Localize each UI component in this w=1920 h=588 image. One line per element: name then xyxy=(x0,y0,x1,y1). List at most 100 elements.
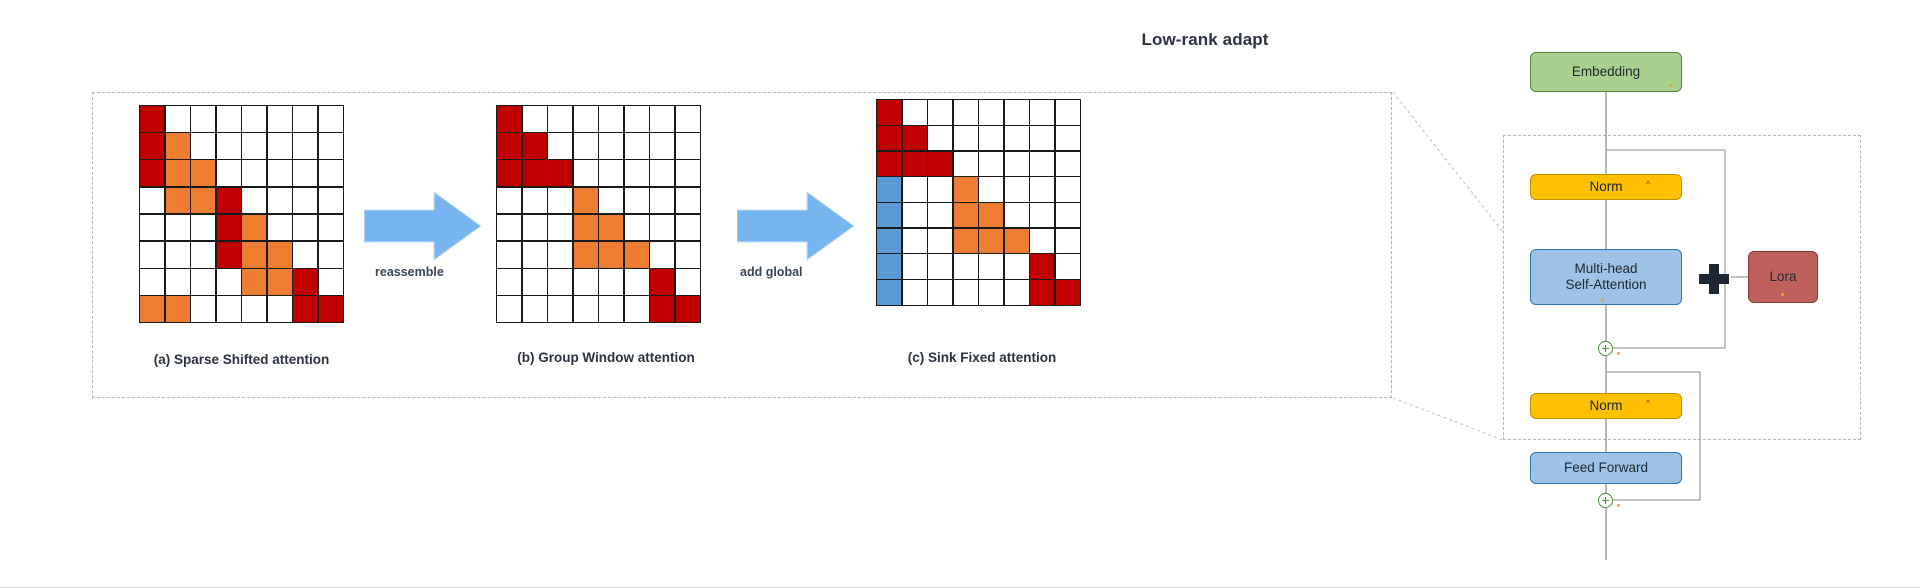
matrix-c-cell-r7-c2 xyxy=(928,280,953,305)
matrix-c-cell-r2-c3 xyxy=(953,151,978,177)
matrix-c-cell-r4-c0 xyxy=(877,203,902,228)
matrix-c-cell-r3-c5 xyxy=(1004,177,1029,202)
matrix-a-cell-r6-c1 xyxy=(165,268,190,295)
matrix-b-cell-r0-c2 xyxy=(548,106,573,133)
matrix-a-cell-r1-c5 xyxy=(267,133,292,160)
matrix-b-cell-r4-c0 xyxy=(497,214,522,241)
matrix-a-cell-r3-c1 xyxy=(165,187,190,214)
matrix-a-cell-r0-c1 xyxy=(165,106,190,133)
matrix-b-cell-r7-c3 xyxy=(573,295,598,322)
matrix-c-cell-r4-c2 xyxy=(928,203,953,228)
matrix-a-cell-r3-c2 xyxy=(191,187,216,214)
matrix-a-cell-r2-c3 xyxy=(216,160,241,187)
matrix-b-cell-r6-c3 xyxy=(573,268,598,295)
matrix-c-cell-r7-c3 xyxy=(953,280,978,305)
node-multihead-self-attention[interactable]: Multi-head Self-Attention xyxy=(1530,249,1682,305)
matrix-b-cell-r6-c1 xyxy=(522,268,547,295)
matrix-c-cell-r3-c0 xyxy=(877,177,902,202)
matrix-a-cell-r0-c5 xyxy=(267,106,292,133)
matrix-b-cell-r3-c3 xyxy=(573,187,598,214)
matrix-a-cell-r5-c1 xyxy=(165,241,190,268)
node-norm-1[interactable]: Norm xyxy=(1530,174,1682,200)
matrix-a-cell-r7-c0 xyxy=(140,295,165,322)
matrix-a-cell-r0-c0 xyxy=(140,106,165,133)
matrix-a-cell-r3-c0 xyxy=(140,187,165,214)
matrix-a-cell-r2-c4 xyxy=(242,160,267,187)
node-norm-2[interactable]: Norm xyxy=(1530,393,1682,419)
matrix-b-cell-r0-c1 xyxy=(522,106,547,133)
residual-add-2-icon xyxy=(1598,493,1613,508)
node-lora[interactable]: Lora xyxy=(1748,251,1818,303)
matrix-a-cell-r5-c5 xyxy=(267,241,292,268)
matrix-c-cell-r2-c2 xyxy=(928,151,953,177)
matrix-b-cell-r4-c5 xyxy=(624,214,649,241)
norm-2-caret-icon: ^ xyxy=(1646,398,1651,408)
matrix-a-cell-r5-c4 xyxy=(242,241,267,268)
node-embedding[interactable]: Embedding xyxy=(1530,52,1682,92)
matrix-b-cell-r5-c4 xyxy=(599,241,624,268)
matrix-b-cell-r5-c6 xyxy=(650,241,675,268)
matrix-b-cell-r3-c1 xyxy=(522,187,547,214)
matrix-c-cell-r6-c2 xyxy=(928,254,953,279)
matrix-c-cell-r0-c6 xyxy=(1030,100,1055,125)
matrix-b-cell-r2-c0 xyxy=(497,160,522,187)
matrix-c-cell-r6-c3 xyxy=(953,254,978,279)
matrix-a-cell-r7-c4 xyxy=(242,295,267,322)
matrix-c-cell-r3-c3 xyxy=(953,177,978,202)
matrix-a-cell-r1-c0 xyxy=(140,133,165,160)
matrix-b-cell-r1-c3 xyxy=(573,133,598,160)
matrix-b-cell-r7-c2 xyxy=(548,295,573,322)
matrix-a-cell-r4-c1 xyxy=(165,214,190,241)
matrix-b-cell-r0-c3 xyxy=(573,106,598,133)
matrix-b-cell-r4-c2 xyxy=(548,214,573,241)
matrix-b-cell-r5-c2 xyxy=(548,241,573,268)
matrix-c-cell-r4-c6 xyxy=(1030,203,1055,228)
matrix-c-cell-r4-c4 xyxy=(979,203,1004,228)
matrix-a-cell-r0-c2 xyxy=(191,106,216,133)
matrix-c-cell-r2-c0 xyxy=(877,151,902,177)
matrix-group-window-attention xyxy=(496,105,702,324)
matrix-a-cell-r2-c2 xyxy=(191,160,216,187)
node-feed-forward-label: Feed Forward xyxy=(1563,460,1649,476)
matrix-b-cell-r4-c3 xyxy=(573,214,598,241)
matrix-c-cell-r6-c7 xyxy=(1055,254,1080,279)
matrix-c-cell-r2-c7 xyxy=(1055,151,1080,177)
matrix-b-cell-r0-c4 xyxy=(599,106,624,133)
matrix-b-cell-r5-c1 xyxy=(522,241,547,268)
matrix-c-cell-r5-c0 xyxy=(877,228,902,254)
matrix-c-cell-r7-c1 xyxy=(902,280,927,305)
matrix-c-cell-r1-c0 xyxy=(877,125,902,151)
matrix-a-cell-r6-c7 xyxy=(318,268,343,295)
matrix-a-cell-r4-c5 xyxy=(267,214,292,241)
matrix-c-cell-r5-c7 xyxy=(1055,228,1080,254)
matrix-a-cell-r2-c6 xyxy=(293,160,318,187)
matrix-b-cell-r2-c7 xyxy=(675,160,700,187)
matrix-b-cell-r3-c4 xyxy=(599,187,624,214)
matrix-b-cell-r7-c5 xyxy=(624,295,649,322)
matrix-c-cell-r5-c5 xyxy=(1004,228,1029,254)
matrix-c-cell-r2-c5 xyxy=(1004,151,1029,177)
matrix-b-cell-r6-c7 xyxy=(675,268,700,295)
matrix-c-cell-r2-c4 xyxy=(979,151,1004,177)
node-feed-forward[interactable]: Feed Forward xyxy=(1530,452,1682,484)
matrix-b-cell-r4-c4 xyxy=(599,214,624,241)
matrix-a-cell-r6-c3 xyxy=(216,268,241,295)
matrix-b-cell-r7-c0 xyxy=(497,295,522,322)
matrix-a-cell-r3-c4 xyxy=(242,187,267,214)
matrix-c-cell-r0-c4 xyxy=(979,100,1004,125)
lora-marker-dot xyxy=(1781,293,1784,296)
matrix-c-cell-r4-c7 xyxy=(1055,203,1080,228)
matrix-c-cell-r4-c3 xyxy=(953,203,978,228)
matrix-b-cell-r0-c6 xyxy=(650,106,675,133)
matrix-b-cell-r6-c2 xyxy=(548,268,573,295)
matrix-b-cell-r0-c0 xyxy=(497,106,522,133)
caption-sink-fixed-attention: (c) Sink Fixed attention xyxy=(907,350,1057,365)
matrix-a-cell-r6-c0 xyxy=(140,268,165,295)
matrix-b-cell-r3-c7 xyxy=(675,187,700,214)
matrix-a-cell-r2-c0 xyxy=(140,160,165,187)
matrix-c-cell-r1-c4 xyxy=(979,125,1004,151)
matrix-b-cell-r2-c5 xyxy=(624,160,649,187)
matrix-c-cell-r3-c6 xyxy=(1030,177,1055,202)
node-attention-label-line1: Multi-head xyxy=(1574,261,1638,277)
